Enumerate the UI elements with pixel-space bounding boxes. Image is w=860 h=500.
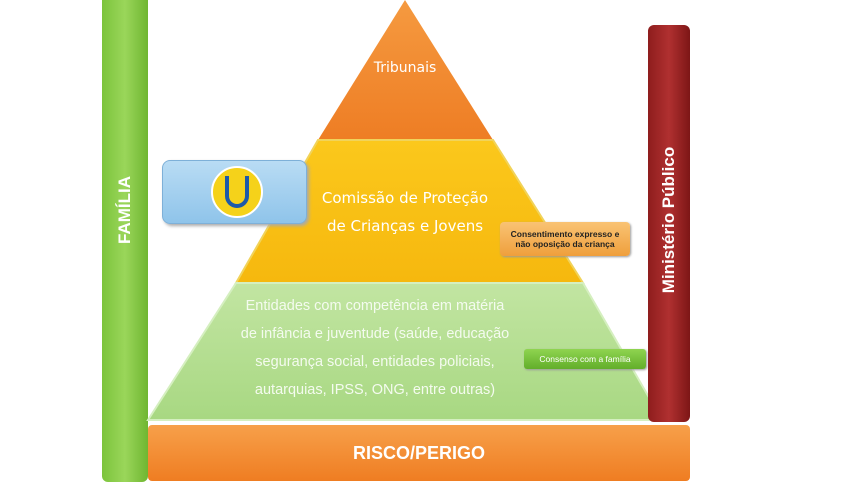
tier-bottom-line: autarquias, IPSS, ONG, entre outras) — [254, 382, 496, 398]
logo-figure-icon — [225, 176, 249, 208]
tier-middle-text: Comissão de Proteção de Crianças e Joven… — [290, 184, 520, 240]
risco-perigo-bar: RISCO/PERIGO — [148, 425, 690, 481]
tier-middle-line: Comissão de Proteção — [321, 189, 489, 207]
consent-callout: Consentimento expresso e não oposição da… — [500, 222, 630, 256]
ministerio-publico-bar: Ministério Público — [648, 25, 690, 422]
tier-bottom-line: de infância e juventude (saúde, educação — [240, 326, 510, 342]
tier-top-text: Tribunais — [373, 60, 437, 76]
tier-bottom-text: Entidades com competência em matéria de … — [200, 292, 550, 404]
ministerio-publico-label: Ministério Público — [659, 146, 678, 294]
consent-line: não oposição da criança — [515, 239, 615, 249]
tier-bottom-line: Entidades com competência em matéria — [245, 298, 505, 314]
consenso-callout: Consenso com a família — [524, 349, 646, 369]
consent-line: Consentimento expresso e — [510, 229, 620, 239]
familia-bar: FAMÍLIA — [102, 0, 148, 482]
tier-middle-line: de Crianças e Jovens — [326, 217, 484, 235]
logo-circle — [211, 166, 263, 218]
cpcj-logo — [162, 160, 307, 224]
pyramid-tier-tribunais — [318, 0, 493, 140]
tier-bottom-line: segurança social, entidades policiais, — [255, 354, 495, 370]
